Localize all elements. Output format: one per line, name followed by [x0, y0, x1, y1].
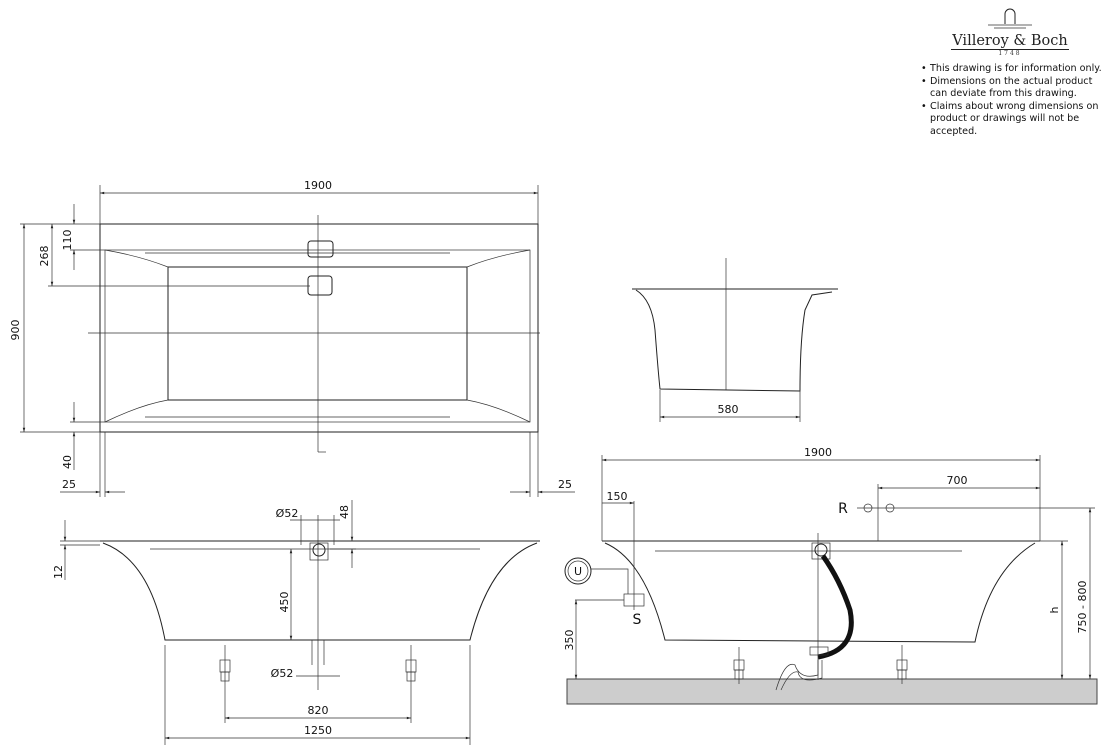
side-view: 580 — [632, 258, 838, 422]
u-label: U — [574, 565, 582, 578]
rim-inner — [104, 249, 531, 423]
dim-floor-height: 350 — [563, 630, 576, 651]
note-item: Dimensions on the actual product can dev… — [919, 76, 1104, 101]
dim-rim-right: 25 — [558, 478, 572, 491]
drain-box — [307, 275, 333, 296]
logo-tap-icon — [988, 8, 1032, 29]
basin-floor — [167, 266, 468, 401]
tap-label: R — [838, 501, 848, 517]
dim-rim-left: 25 — [62, 478, 76, 491]
u-symbol-icon — [564, 557, 592, 585]
brand-year: 1748 — [998, 50, 1022, 57]
overflow-circle — [312, 543, 326, 557]
overflow-box — [307, 240, 334, 258]
dim-base-width: 580 — [718, 403, 739, 416]
dim-overflow-dia: Ø52 — [276, 507, 299, 520]
foot-icon — [219, 645, 231, 690]
dim-width: 900 — [9, 320, 22, 341]
dim-total-height: 750 - 800 — [1076, 581, 1089, 634]
foot-icon — [896, 645, 908, 684]
dim-overflow-height: 48 — [338, 505, 351, 519]
top-view: 1900 900 268 110 40 25 25 — [9, 179, 575, 497]
brand-name: Villeroy & Boch — [951, 33, 1069, 50]
note-item: This drawing is for information only. — [919, 63, 1104, 76]
front-view: Ø52 48 12 450 Ø52 820 1250 — [52, 500, 540, 745]
dim-length: 1900 — [304, 179, 332, 192]
dim-base-length: 1250 — [304, 724, 332, 737]
install-view: 1900 700 R 150 U S 350 h 750 - 800 — [563, 446, 1098, 705]
foot-icon — [405, 645, 417, 690]
dim-tap-offset: 700 — [947, 474, 968, 487]
dim-depth: 450 — [278, 592, 291, 613]
disclaimer-notes: This drawing is for information only. Di… — [919, 63, 1104, 138]
dim-overflow-offset: 110 — [61, 230, 74, 251]
dim-drain-offset: 268 — [38, 246, 51, 267]
brand-logo: Villeroy & Boch 1748 — [950, 6, 1070, 57]
floor — [566, 678, 1098, 705]
h-label: h — [1048, 606, 1061, 613]
dim-waste-offset: 150 — [607, 490, 628, 503]
foot-icon — [733, 647, 745, 684]
dim-drain-dia: Ø52 — [271, 667, 294, 680]
dim-install-length: 1900 — [804, 446, 832, 459]
note-item: Claims about wrong dimensions on product… — [919, 101, 1104, 139]
dim-rim-thickness: 12 — [52, 565, 65, 579]
tub-outline — [99, 223, 539, 433]
hose — [817, 554, 854, 660]
dim-rim-bottom: 40 — [61, 455, 74, 469]
dim-feet-spacing: 820 — [308, 704, 329, 717]
s-label: S — [633, 612, 642, 628]
